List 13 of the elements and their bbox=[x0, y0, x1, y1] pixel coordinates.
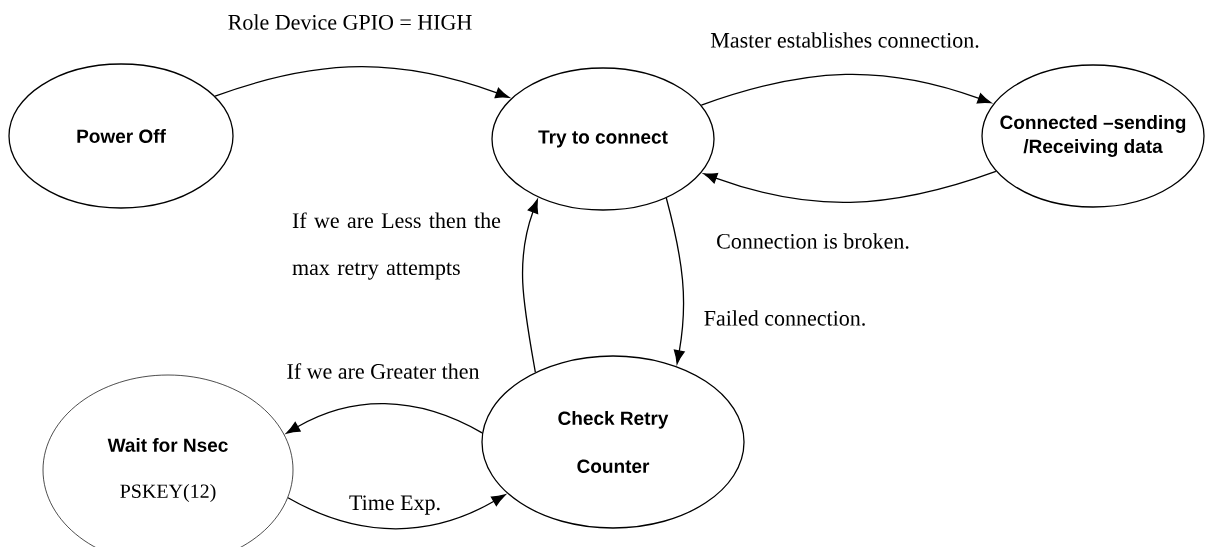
arrow bbox=[521, 199, 539, 373]
edge-label: Role Device GPIO = HIGH bbox=[228, 14, 472, 30]
arrow bbox=[214, 66, 510, 99]
arrow bbox=[287, 494, 506, 530]
edge-label: Time Exp. bbox=[349, 495, 440, 515]
arrow bbox=[703, 170, 997, 203]
edge-label: Master establishes connection. bbox=[710, 32, 979, 48]
edge-label: Connection is broken. bbox=[717, 233, 909, 249]
arrow bbox=[700, 73, 992, 106]
edge-label: Failed connection. bbox=[704, 310, 865, 326]
arrow bbox=[665, 197, 685, 365]
edge-label: If we are Less then the max retry attempts bbox=[292, 212, 501, 280]
arrow bbox=[286, 403, 483, 434]
